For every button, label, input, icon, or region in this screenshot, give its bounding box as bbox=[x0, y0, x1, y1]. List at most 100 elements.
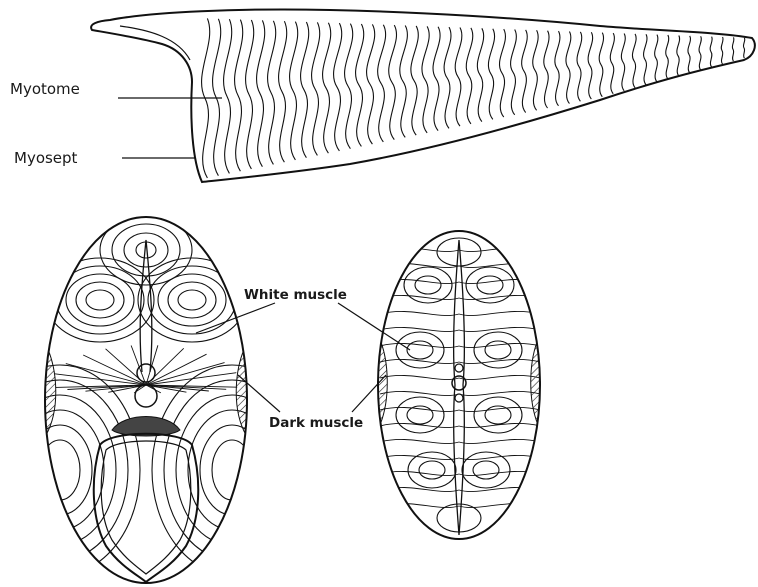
spinal-cord bbox=[137, 364, 155, 382]
caudal-band-line bbox=[380, 311, 459, 315]
body-cavity bbox=[94, 434, 199, 582]
white-muscle-ring bbox=[168, 282, 216, 318]
myoseptum-line bbox=[312, 22, 320, 155]
myoseptum-line bbox=[400, 26, 408, 138]
myoseptum-line bbox=[588, 32, 593, 99]
myoseptum-line bbox=[279, 21, 287, 162]
abdominal-muscle-rings bbox=[0, 215, 312, 575]
hypaxial-ring bbox=[28, 425, 92, 515]
caudal-band-line bbox=[459, 375, 540, 379]
caudal-band-line bbox=[459, 503, 540, 507]
caudal-band-line bbox=[459, 359, 540, 363]
caudal-band-line bbox=[380, 359, 459, 363]
myoseptum-line bbox=[367, 24, 375, 144]
radial-septum-line bbox=[55, 374, 146, 385]
myoseptum-line bbox=[544, 31, 549, 108]
dark-muscle-left bbox=[42, 345, 56, 435]
dorsal-ring bbox=[112, 224, 180, 276]
myoseptum-line bbox=[444, 27, 451, 128]
myoseptum-line bbox=[433, 27, 440, 131]
white-muscle-ring bbox=[415, 276, 441, 294]
myoseptum-line bbox=[732, 37, 734, 61]
lateral-body-view: Myotome Myosept bbox=[10, 9, 755, 182]
white-muscle-ring bbox=[178, 290, 206, 310]
myoseptum-line bbox=[389, 25, 397, 139]
white-muscle-ring bbox=[477, 276, 503, 294]
myoseptum-line bbox=[566, 31, 571, 103]
caudal-band-line bbox=[459, 391, 540, 395]
hypaxial-ring bbox=[16, 410, 104, 530]
myoseptum-line bbox=[422, 26, 429, 133]
myoseptum-line bbox=[477, 28, 483, 121]
dorsal-ring bbox=[124, 233, 168, 267]
myoseptum-line bbox=[577, 32, 582, 101]
myoseptum-line bbox=[334, 23, 342, 151]
myoseptum-line bbox=[666, 35, 669, 79]
dark-muscle-right bbox=[236, 345, 250, 435]
caudal-band-line bbox=[380, 439, 459, 443]
white-muscle-ring bbox=[56, 266, 144, 334]
caudal-band-line bbox=[380, 327, 459, 331]
white-muscle-ring bbox=[76, 282, 124, 318]
caudal-band-line bbox=[380, 407, 459, 411]
myosept-label: Myosept bbox=[14, 149, 78, 167]
caudal-band-line bbox=[380, 391, 459, 395]
myoseptum-line bbox=[621, 33, 625, 90]
myoseptum-line bbox=[655, 35, 658, 82]
hypaxial-ring bbox=[188, 410, 276, 530]
myoseptum-line bbox=[290, 22, 298, 160]
white-muscle-ring bbox=[408, 452, 456, 488]
myoseptum-line bbox=[610, 33, 614, 94]
myoseptum-line bbox=[246, 20, 254, 169]
myoseptum-line bbox=[499, 29, 505, 117]
caudal-band-line bbox=[459, 327, 540, 331]
hypaxial-ring bbox=[4, 395, 116, 545]
myoseptum-line bbox=[699, 36, 701, 70]
myoseptum-line bbox=[599, 33, 603, 97]
caudal-band-line bbox=[459, 471, 540, 475]
radial-septum-line bbox=[146, 373, 236, 385]
myoseptum-line bbox=[224, 19, 232, 173]
white-muscle-ring bbox=[419, 461, 445, 479]
myoseptum-line bbox=[677, 35, 680, 75]
myoseptum-line bbox=[378, 25, 386, 142]
caudal-band-line bbox=[459, 311, 540, 315]
white-muscle-ring bbox=[148, 266, 236, 334]
myoseptum-line bbox=[721, 37, 723, 64]
myoseptum-line bbox=[555, 31, 560, 106]
myoseptum-line bbox=[356, 24, 364, 146]
myoseptum-line bbox=[632, 34, 636, 88]
myoseptum-line bbox=[257, 20, 265, 166]
caudal-band-line bbox=[459, 439, 540, 443]
median-septum bbox=[140, 240, 152, 372]
myoseptum-line bbox=[345, 24, 353, 149]
hypaxial-ring bbox=[40, 440, 80, 500]
caudal-muscle-rings bbox=[375, 238, 543, 532]
myoseptum-line bbox=[511, 30, 517, 115]
myoseptum-line bbox=[533, 30, 538, 110]
caudal-band-line bbox=[459, 487, 540, 491]
white-muscle-ring bbox=[473, 461, 499, 479]
white-muscle-ring bbox=[86, 290, 114, 310]
caudal-band-line bbox=[459, 407, 540, 411]
myoseptum-line bbox=[213, 19, 221, 176]
myoseptum-line bbox=[488, 29, 494, 120]
vertebra bbox=[135, 385, 157, 407]
caudal-band-line bbox=[459, 343, 540, 347]
caudal-blood-vessel bbox=[455, 394, 463, 402]
caudal-spinal-cord bbox=[455, 364, 463, 372]
hypaxial-ring bbox=[200, 425, 264, 515]
caudal-outline bbox=[378, 231, 540, 539]
caudal-band-line bbox=[459, 279, 540, 283]
body-outline bbox=[91, 9, 755, 182]
myoseptum-line bbox=[522, 30, 528, 113]
white-muscle-ring bbox=[474, 397, 522, 433]
myoseptum-line bbox=[710, 37, 712, 67]
white-muscle-ring bbox=[396, 397, 444, 433]
myoseptum-line bbox=[743, 38, 744, 58]
myoseptum-line bbox=[268, 21, 276, 165]
white-muscle-ring bbox=[462, 452, 510, 488]
hypaxial-ring bbox=[164, 380, 300, 560]
caudal-band-line bbox=[380, 279, 459, 283]
myoseptum-line bbox=[688, 36, 691, 73]
